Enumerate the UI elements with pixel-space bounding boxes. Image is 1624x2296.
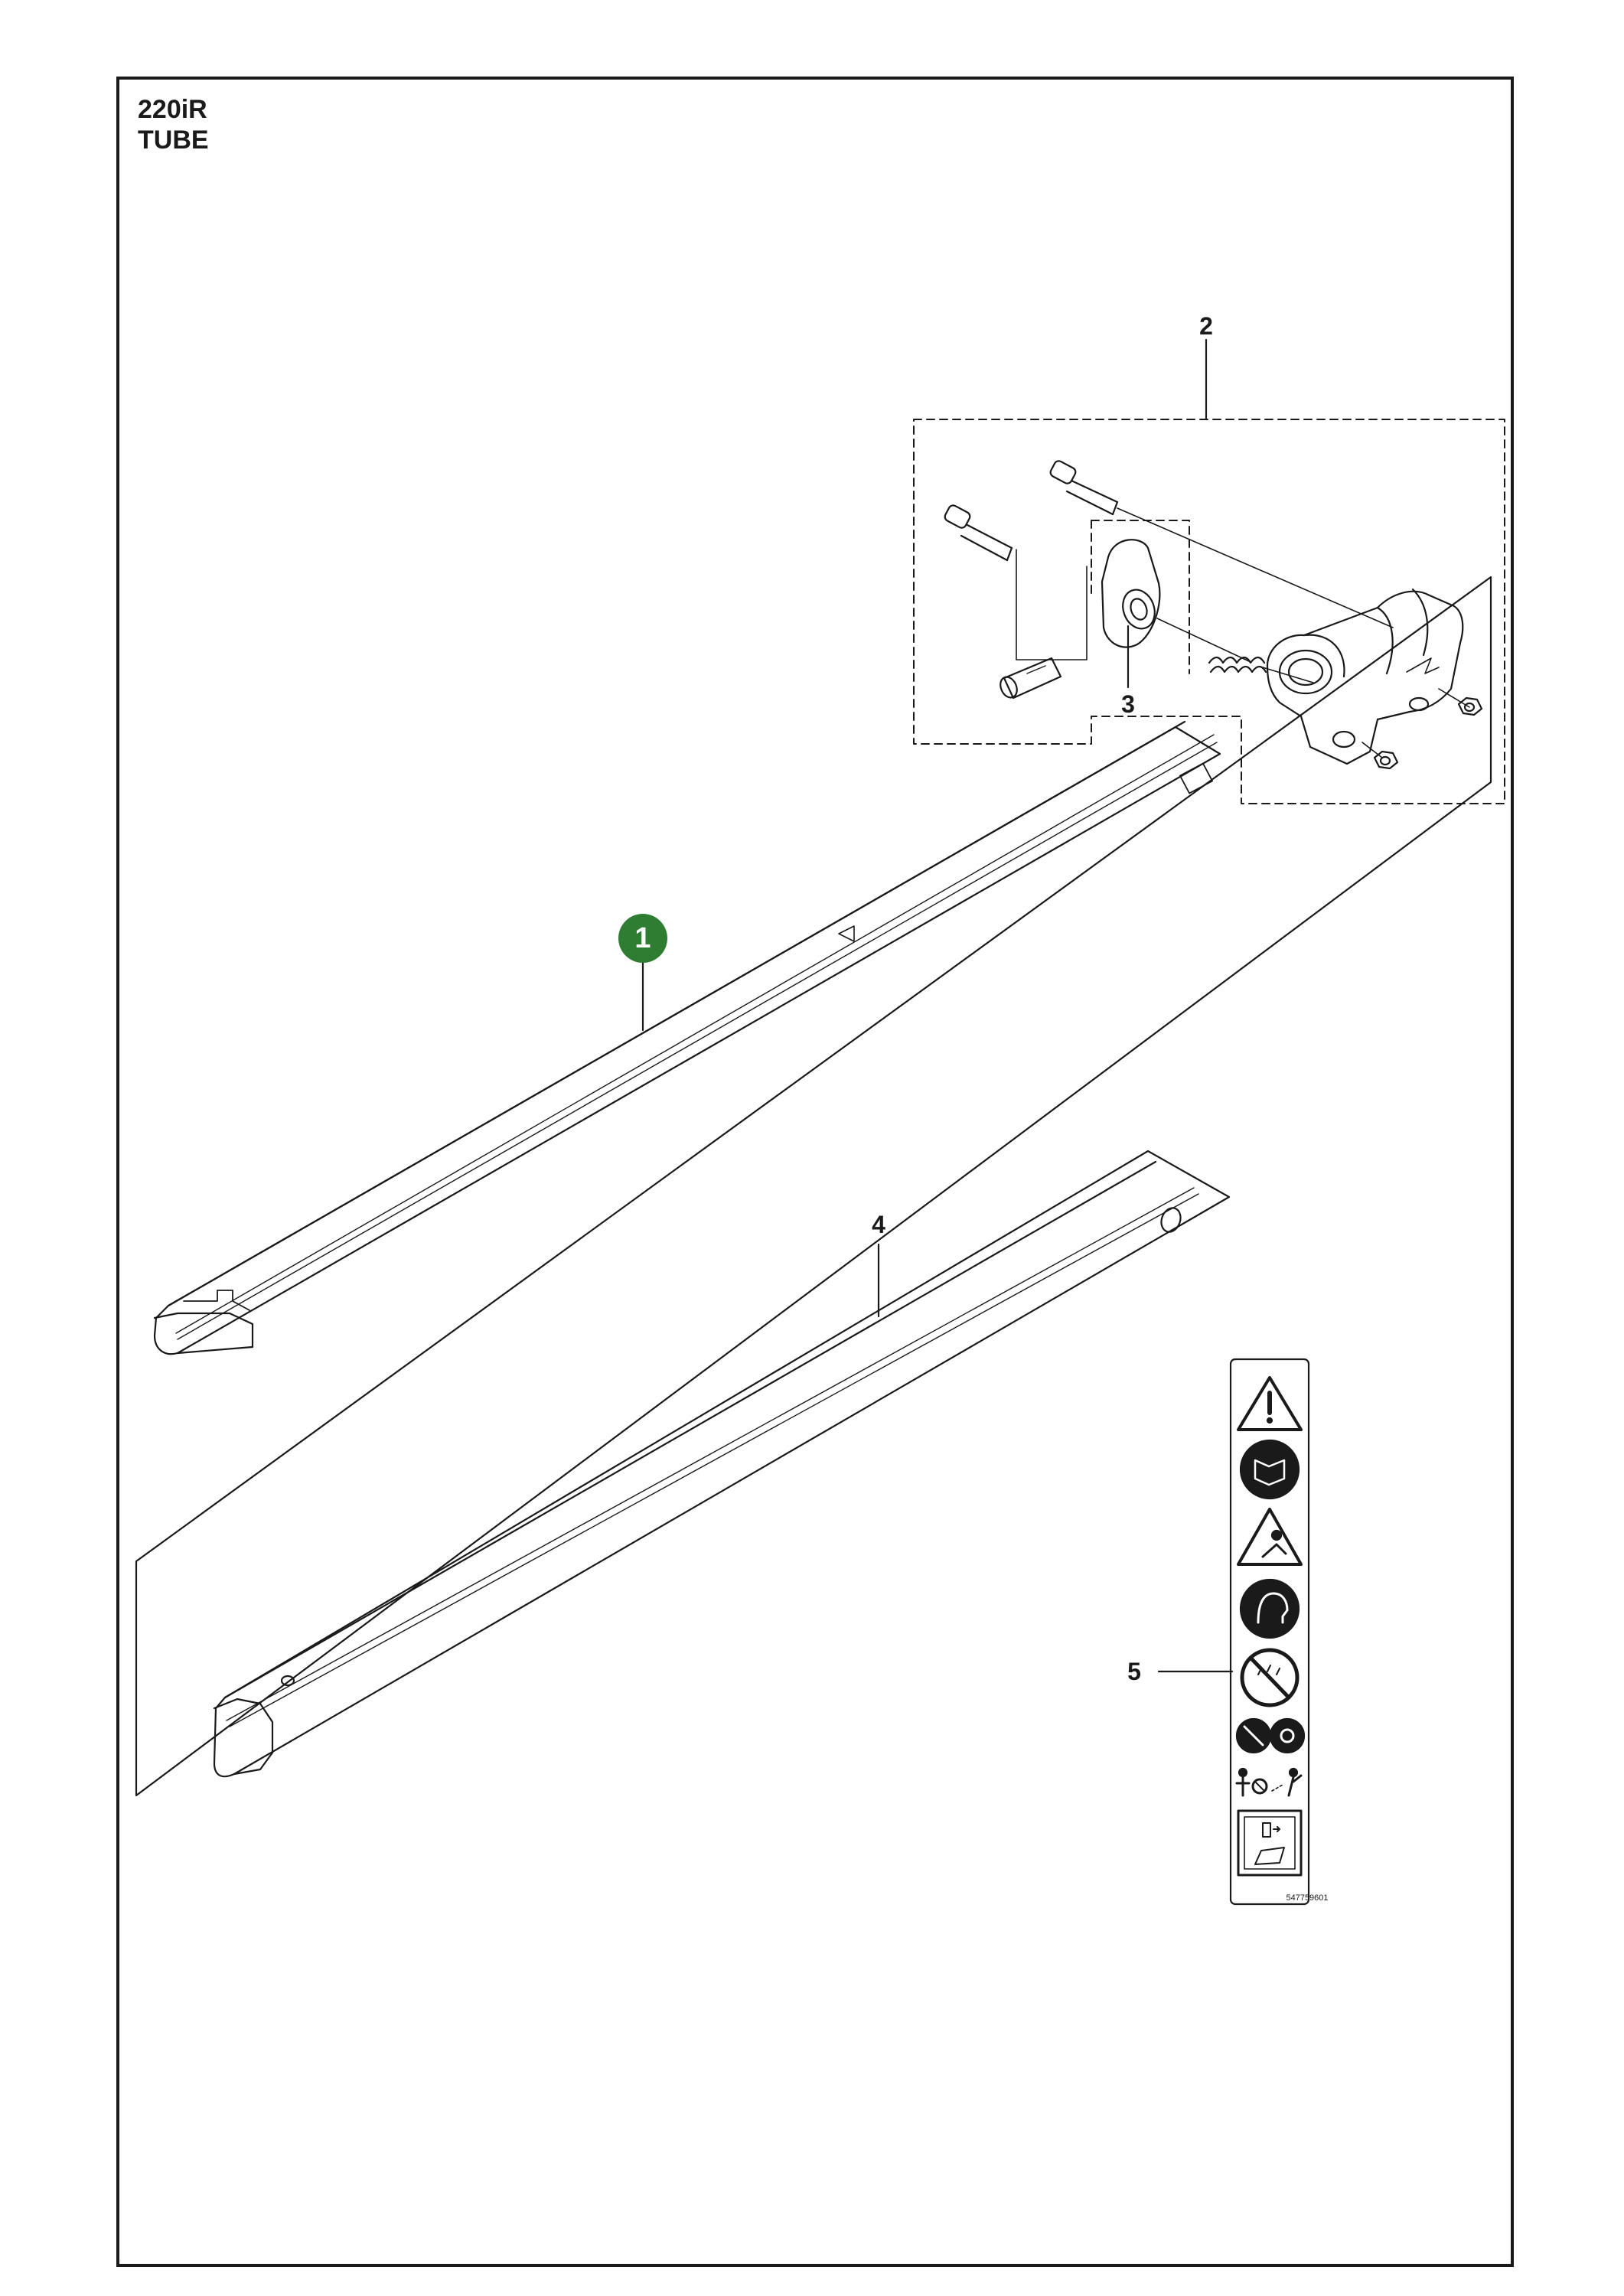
- clamp-body: [1266, 588, 1470, 765]
- callout-2: 2: [1199, 312, 1213, 340]
- lower-tube: [213, 1150, 1231, 1778]
- warning-triangle-icon: [1237, 1376, 1303, 1431]
- nut-right: [1457, 696, 1483, 716]
- spring: [1208, 656, 1314, 683]
- nut-bottom: [1373, 750, 1399, 770]
- section-title: TUBE: [138, 126, 209, 155]
- decal-part-number: 547759601: [1286, 1893, 1329, 1903]
- screw-right: [1049, 460, 1394, 628]
- no-rain-icon: [1240, 1648, 1300, 1707]
- callout-5: 5: [1127, 1658, 1141, 1685]
- read-manual-icon: [1239, 1439, 1300, 1500]
- page-frame: [116, 77, 1514, 2267]
- main-tube: [153, 720, 1221, 1355]
- clamp-kit-boundary: [913, 419, 1505, 804]
- safety-decal: [1229, 1358, 1310, 1906]
- thrown-objects-warning-icon: [1237, 1508, 1303, 1566]
- pivot-pin: [1000, 657, 1062, 700]
- eye-ear-protection-icon: [1235, 1717, 1306, 1754]
- assembly-plane: [135, 576, 1492, 1797]
- screw-left: [944, 504, 1088, 660]
- callout-3: 3: [1121, 690, 1135, 718]
- latch-boundary: [1091, 520, 1190, 674]
- callout-1-badge: 1: [618, 914, 667, 963]
- bystander-distance-icon: [1235, 1767, 1303, 1797]
- protective-gear-icon: [1239, 1578, 1300, 1639]
- manual-reference-icon: [1237, 1809, 1303, 1877]
- callout-4: 4: [872, 1211, 885, 1238]
- latch-lever: [1101, 539, 1250, 662]
- model-title: 220iR: [138, 95, 207, 124]
